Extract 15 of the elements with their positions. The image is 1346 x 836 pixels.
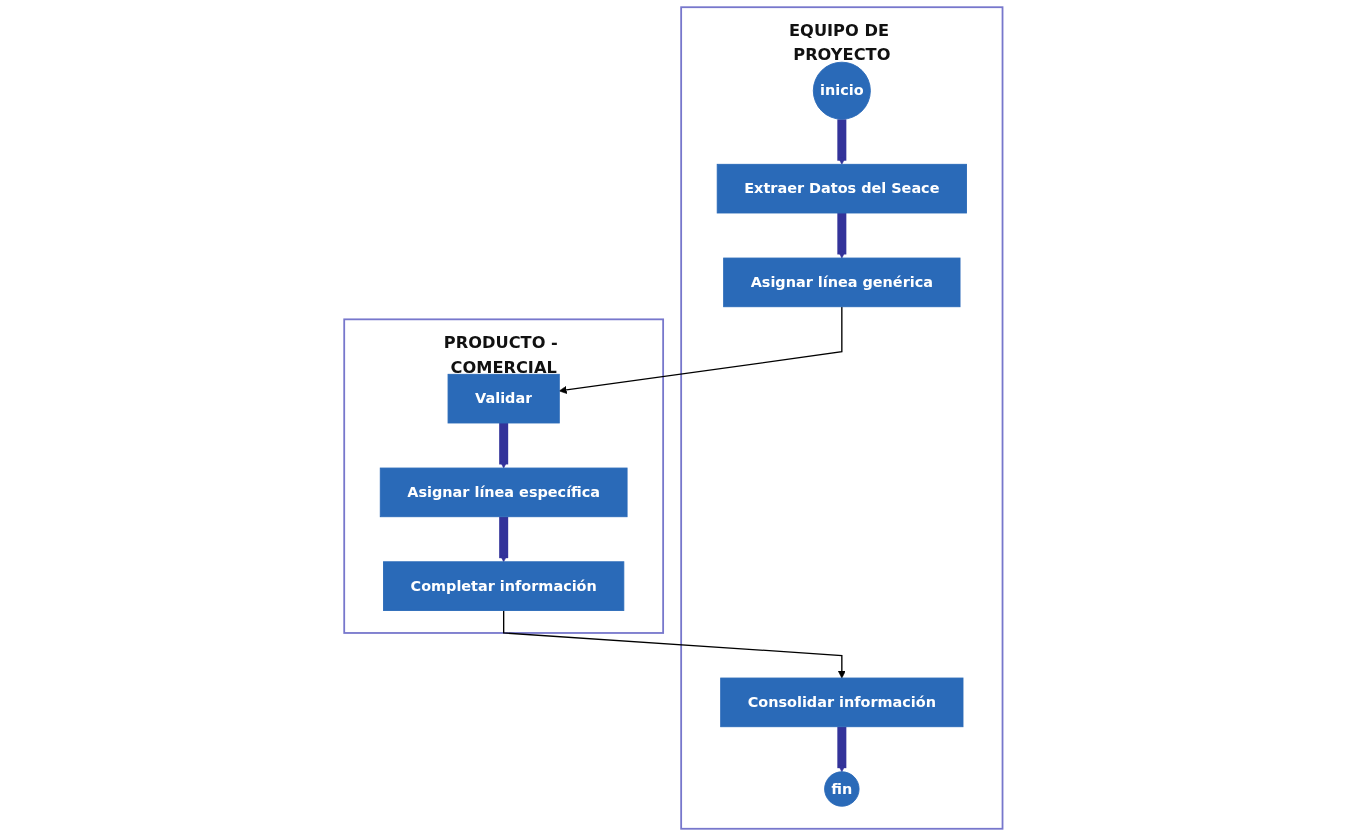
- node-box: Extraer Datos del Seace: [716, 163, 967, 214]
- arrow: [498, 516, 508, 563]
- node-box: Asignar línea específica: [379, 467, 628, 518]
- node-box: Asignar línea genérica: [722, 257, 961, 308]
- node-circle: fin: [823, 771, 860, 807]
- node-box: Consolidar información: [719, 677, 964, 728]
- arrow: [502, 609, 846, 679]
- arrow: [558, 306, 843, 394]
- arrow: [836, 119, 846, 165]
- arrow: [498, 423, 508, 469]
- arrow: [836, 726, 846, 773]
- node-circle: inicio: [812, 61, 871, 120]
- node-box: Completar información: [382, 561, 624, 611]
- node-box: Validar: [447, 373, 560, 424]
- arrow: [836, 213, 846, 259]
